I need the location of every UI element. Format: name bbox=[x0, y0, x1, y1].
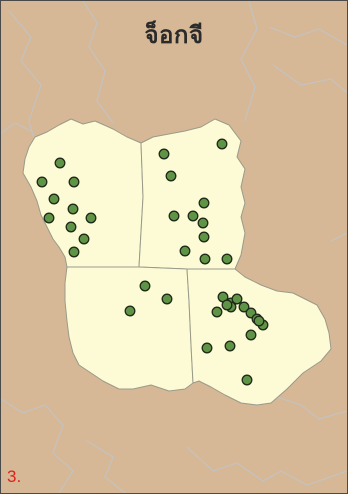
location-marker[interactable] bbox=[201, 342, 213, 354]
location-marker[interactable] bbox=[245, 329, 257, 341]
location-marker[interactable] bbox=[253, 315, 265, 327]
location-marker[interactable] bbox=[124, 305, 136, 317]
region-polygons bbox=[22, 118, 332, 406]
location-marker[interactable] bbox=[224, 340, 236, 352]
location-marker[interactable] bbox=[139, 280, 151, 292]
location-marker[interactable] bbox=[78, 233, 90, 245]
location-marker[interactable] bbox=[216, 138, 228, 150]
location-marker[interactable] bbox=[179, 245, 191, 257]
location-marker[interactable] bbox=[221, 299, 233, 311]
region-north-east bbox=[138, 118, 246, 270]
marker-layer bbox=[36, 138, 269, 386]
location-marker[interactable] bbox=[54, 157, 66, 169]
location-marker[interactable] bbox=[238, 301, 250, 313]
location-marker[interactable] bbox=[168, 210, 180, 222]
region-south-west bbox=[64, 266, 194, 392]
region-south-east bbox=[186, 268, 332, 406]
location-marker[interactable] bbox=[199, 253, 211, 265]
location-marker[interactable] bbox=[48, 193, 60, 205]
location-marker[interactable] bbox=[161, 293, 173, 305]
location-marker[interactable] bbox=[197, 217, 209, 229]
location-marker[interactable] bbox=[187, 210, 199, 222]
location-marker[interactable] bbox=[165, 170, 177, 182]
location-marker[interactable] bbox=[198, 231, 210, 243]
location-marker[interactable] bbox=[241, 374, 253, 386]
location-marker[interactable] bbox=[43, 212, 55, 224]
map-title: จ็อกจี bbox=[144, 21, 204, 49]
location-marker[interactable] bbox=[36, 176, 48, 188]
location-marker[interactable] bbox=[211, 306, 223, 318]
map-number-label: 3. bbox=[7, 467, 22, 486]
location-marker[interactable] bbox=[67, 203, 79, 215]
location-marker[interactable] bbox=[221, 253, 233, 265]
location-marker[interactable] bbox=[198, 197, 210, 209]
region-north-west bbox=[22, 118, 144, 268]
location-marker[interactable] bbox=[85, 212, 97, 224]
location-marker[interactable] bbox=[231, 293, 243, 305]
location-marker[interactable] bbox=[68, 246, 80, 258]
location-marker[interactable] bbox=[65, 221, 77, 233]
location-marker[interactable] bbox=[158, 148, 170, 160]
location-marker[interactable] bbox=[68, 176, 80, 188]
